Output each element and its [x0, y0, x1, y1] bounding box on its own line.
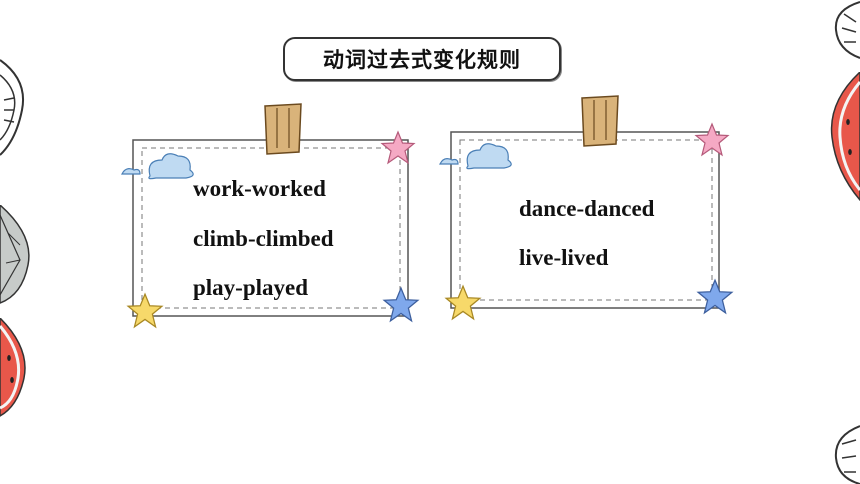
slide-title: 动词过去式变化规则 — [323, 48, 521, 72]
word-pair: play-played — [193, 275, 309, 300]
word-pair: live-lived — [519, 245, 609, 270]
left-top-scribble-decoration — [0, 59, 24, 156]
right-top-scribble-decoration — [834, 1, 860, 59]
left-watermelon-decoration — [0, 318, 26, 417]
star-yellow-icon — [444, 284, 482, 321]
cloud-icon — [439, 143, 512, 170]
star-blue-icon — [696, 278, 734, 315]
cloud-icon — [121, 153, 194, 180]
right-bottom-scribble-decoration — [834, 425, 860, 484]
word-pair: climb-climbed — [193, 226, 334, 251]
left-leaf-decoration — [0, 205, 30, 304]
star-yellow-icon — [126, 292, 164, 329]
paper-clip-icon — [581, 95, 619, 147]
word-pair: work-worked — [193, 176, 326, 201]
star-pink-icon — [380, 130, 416, 165]
right-watermelon-decoration — [830, 72, 860, 202]
paper-clip-icon — [264, 103, 302, 155]
word-card-1: work-worked climb-climbed play-played — [118, 96, 423, 330]
title-box: 动词过去式变化规则 — [283, 37, 561, 81]
star-blue-icon — [382, 286, 420, 323]
word-card-2: dance-danced live-lived — [436, 88, 736, 324]
word-pair: dance-danced — [519, 196, 655, 221]
star-pink-icon — [694, 122, 730, 157]
